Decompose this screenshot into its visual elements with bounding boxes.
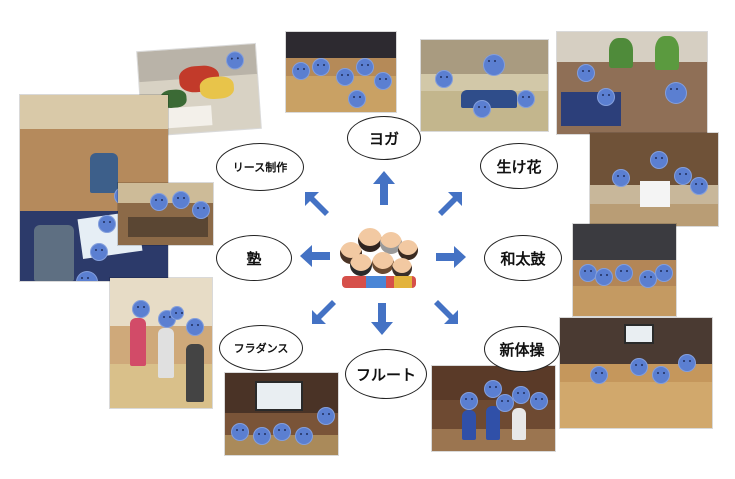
arrow-up-right — [438, 192, 462, 216]
label-hula: フラダンス — [219, 325, 303, 371]
taiko-photo — [573, 224, 676, 316]
juku-photo-2 — [118, 183, 213, 245]
label-wreath: リース制作 — [216, 143, 304, 191]
yoga-photo-2 — [421, 40, 548, 131]
ikebana-photo-1 — [557, 32, 707, 134]
ikebana-photo-2 — [590, 133, 718, 226]
arrow-down-left — [312, 300, 336, 324]
arrow-down-right — [434, 300, 458, 324]
label-ikebana: 生け花 — [480, 143, 558, 189]
gymnastics-photo-2 — [432, 366, 555, 451]
label-flute: フルート — [345, 349, 427, 399]
arrow-down — [371, 303, 393, 335]
flute-photo — [225, 373, 338, 455]
arrow-up — [373, 171, 395, 205]
arrow-left — [300, 245, 330, 267]
hula-photo — [110, 278, 212, 408]
label-gymnastics: 新体操 — [484, 326, 560, 372]
label-yoga: ヨガ — [347, 116, 421, 160]
label-juku: 塾 — [216, 235, 292, 281]
arrow-up-left — [305, 192, 329, 216]
yoga-photo-1 — [286, 32, 396, 112]
gymnastics-photo-1 — [560, 318, 712, 428]
arrow-right — [436, 246, 466, 268]
label-taiko: 和太鼓 — [484, 235, 562, 281]
children-group-illustration — [336, 220, 421, 290]
